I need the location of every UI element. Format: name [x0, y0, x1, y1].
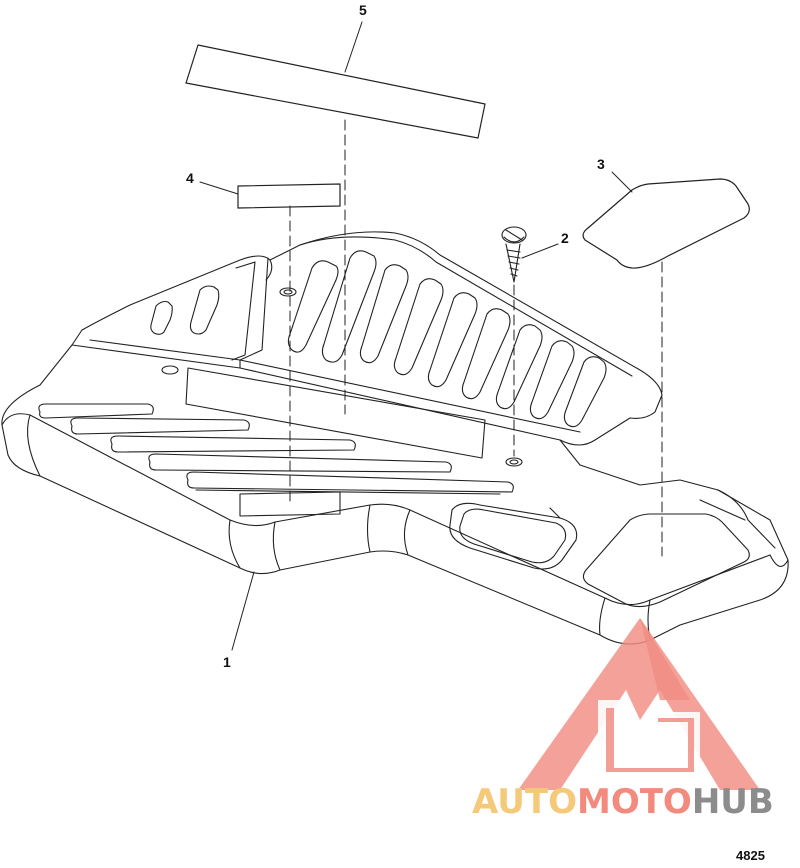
decal-3	[582, 178, 750, 269]
watermark-hub: HUB	[691, 782, 774, 822]
cover-1	[1, 231, 789, 645]
decal-5	[185, 44, 486, 139]
decal-4	[237, 183, 341, 209]
screw-2	[501, 226, 527, 283]
callout-5: 5	[359, 2, 367, 18]
watermark-text: AUTOMOTOHUB	[472, 782, 774, 822]
assembly-centerlines	[289, 119, 663, 557]
callout-4: 4	[186, 170, 194, 186]
figure-number: 4825	[736, 848, 765, 863]
callout-3: 3	[597, 156, 605, 172]
watermark-moto: MOTO	[576, 782, 692, 822]
watermark-logo	[518, 618, 760, 790]
callout-1: 1	[223, 654, 231, 670]
callout-2: 2	[561, 230, 569, 246]
watermark-auto: AUTO	[472, 782, 577, 822]
leader-lines	[199, 21, 633, 651]
